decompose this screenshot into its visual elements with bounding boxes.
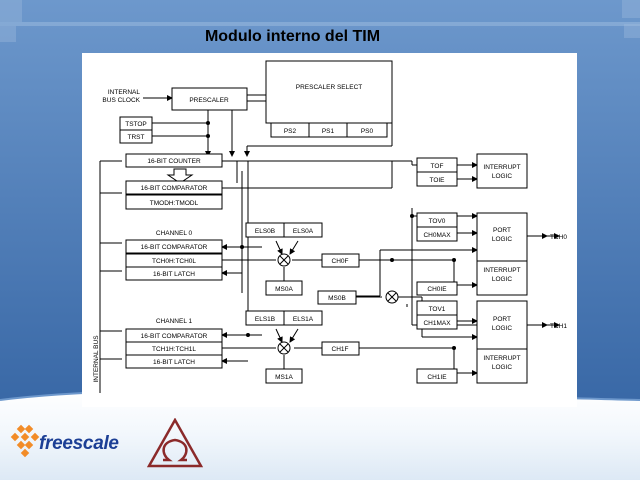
channel0-comparator-label: 16-BIT COMPARATOR xyxy=(141,244,208,251)
tov1-label: TOV1 xyxy=(429,306,446,313)
counter-to-comparator-arrow xyxy=(166,168,194,184)
ch0ie-label: CH0IE xyxy=(427,286,447,293)
decorative-squares xyxy=(0,0,640,42)
tch1h-label: TCH1H:TCH1L xyxy=(152,346,196,353)
interrupt-logic-1-line2: LOGIC xyxy=(492,364,513,371)
interrupt-logic-top-line2: LOGIC xyxy=(492,173,513,180)
block-boxes xyxy=(119,60,528,384)
clock-label-line2: BUS CLOCK xyxy=(102,97,140,104)
ms0b-label: MS0B xyxy=(328,295,346,302)
ps1-label: PS1 xyxy=(322,128,335,135)
tstop-label: TSTOP xyxy=(125,121,147,128)
port-logic-0-line2: LOGIC xyxy=(492,236,513,243)
channel0-latch-label: 16-BIT LATCH xyxy=(153,271,195,278)
modulo-comparator-label: 16-BIT COMPARATOR xyxy=(141,185,208,192)
omega-triangle-logo-icon xyxy=(147,418,203,468)
els1b-label: ELS1B xyxy=(255,316,275,323)
ms0a-label: MS0A xyxy=(275,286,293,293)
prescaler-select-label: PRESCALER SELECT xyxy=(296,84,362,91)
tch0-label: TCH0 xyxy=(550,234,567,241)
tmod-label: TMODH:TMODL xyxy=(150,200,199,207)
junctions xyxy=(206,121,456,350)
ms1a-label: MS1A xyxy=(275,374,293,381)
interrupt-logic-1-line1: INTERRUPT xyxy=(483,355,520,362)
bottom-banner xyxy=(0,389,640,480)
els1a-label: ELS1A xyxy=(293,316,314,323)
ch0max-label: CH0MAX xyxy=(423,232,451,239)
freescale-logo-text: freescale xyxy=(39,433,119,454)
ch1max-label: CH1MAX xyxy=(423,320,451,327)
els0b-label: ELS0B xyxy=(255,228,275,235)
ch0f-label: CH0F xyxy=(332,258,349,265)
ch1ie-label: CH1IE xyxy=(427,374,447,381)
channel1-label: CHANNEL 1 xyxy=(156,318,193,325)
interrupt-logic-0-line1: INTERRUPT xyxy=(483,267,520,274)
counter-label: 16-BIT COUNTER xyxy=(147,158,201,165)
toie-label: TOIE xyxy=(429,177,445,184)
tim-block-diagram: INTERNAL BUS CLOCK PRESCALER PRESCALER S… xyxy=(82,53,577,407)
clock-label-line1: INTERNAL xyxy=(108,89,141,96)
tch0h-label: TCH0H:TCH0L xyxy=(152,258,196,265)
interrupt-logic-0-line2: LOGIC xyxy=(492,276,513,283)
channel1-comparator-label: 16-BIT COMPARATOR xyxy=(141,333,208,340)
slide-title: Modulo interno del TIM xyxy=(204,28,381,45)
channel1-latch-label: 16-BIT LATCH xyxy=(153,359,195,366)
tov0-label: TOV0 xyxy=(429,218,446,225)
port-logic-0-line1: PORT xyxy=(493,227,511,234)
els0a-label: ELS0A xyxy=(293,228,314,235)
freescale-logo-icon xyxy=(10,424,40,458)
ch1f-label: CH1F xyxy=(332,346,349,353)
internal-bus-label: INTERNAL BUS xyxy=(93,335,100,383)
channel0-label: CHANNEL 0 xyxy=(156,230,193,237)
prescaler-label: PRESCALER xyxy=(189,97,229,104)
tof-label: TOF xyxy=(431,163,444,170)
ps2-label: PS2 xyxy=(284,128,297,135)
port-logic-1-line2: LOGIC xyxy=(492,325,513,332)
port-logic-1-line1: PORT xyxy=(493,316,511,323)
interrupt-logic-top-line1: INTERRUPT xyxy=(483,164,520,171)
tch1-label: TCH1 xyxy=(550,323,567,330)
trst-label: TRST xyxy=(128,134,145,141)
ps0-label: PS0 xyxy=(361,128,374,135)
